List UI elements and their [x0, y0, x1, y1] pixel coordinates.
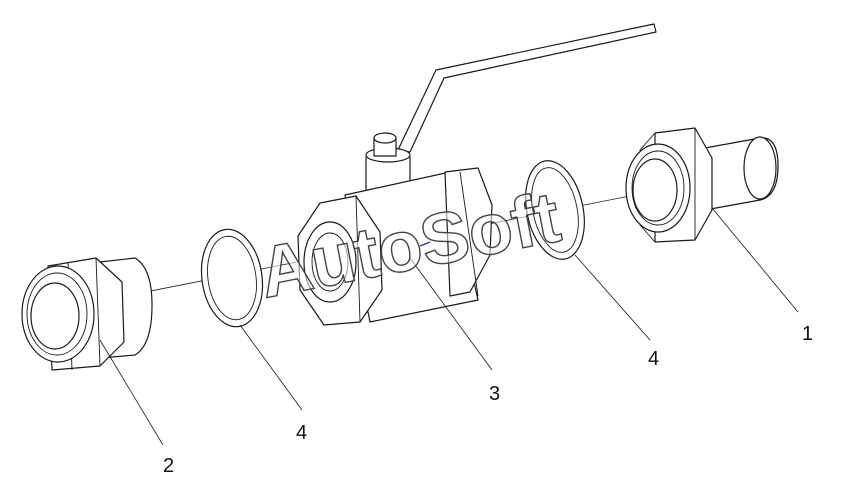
callout-3: 3	[489, 383, 500, 405]
leader-line-4-right	[574, 254, 651, 341]
callout-4-right: 4	[648, 348, 659, 370]
leader-line-4-left	[239, 324, 303, 411]
callout-1: 1	[802, 323, 813, 345]
callout-4-left: 4	[296, 422, 307, 444]
callout-2: 2	[163, 455, 174, 477]
part-4-sealing-ring-right	[525, 160, 585, 260]
part-3-ball-valve-body	[297, 23, 657, 326]
leader-line-3	[409, 257, 493, 371]
leader-line-2	[99, 339, 164, 446]
part-1-hose-fitting	[625, 127, 779, 243]
part-4-sealing-ring-left	[200, 228, 264, 328]
leader-line-1	[711, 207, 799, 313]
part-2-threaded-nipple	[21, 257, 153, 371]
valve-handle	[397, 23, 657, 153]
